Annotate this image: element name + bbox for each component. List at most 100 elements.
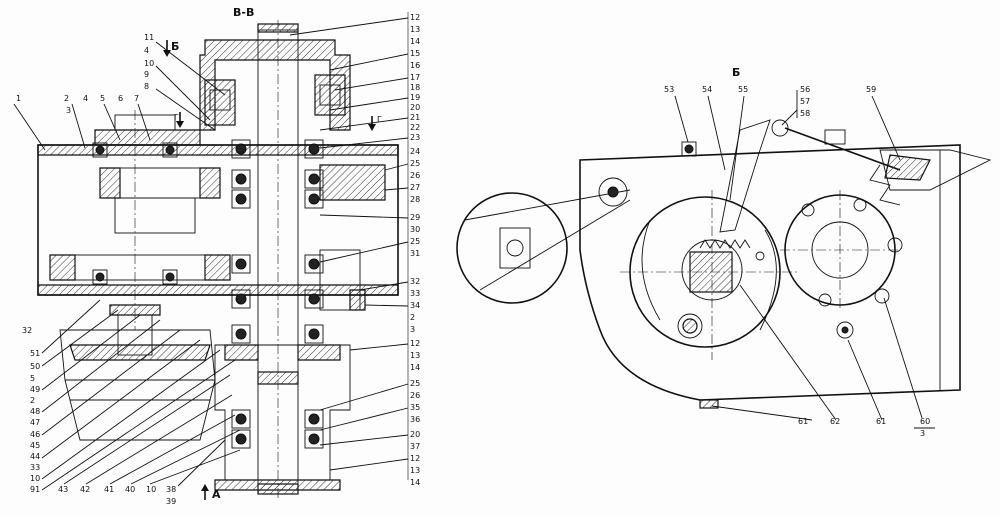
callout-32: 32 — [22, 326, 32, 335]
callout-43: 43 — [58, 485, 68, 494]
svg-text:32: 32 — [410, 277, 420, 286]
callout-5b: 5 — [30, 374, 35, 383]
svg-text:17: 17 — [410, 73, 420, 82]
callout-10b: 10 — [30, 474, 40, 483]
svg-text:30: 30 — [410, 225, 420, 234]
callout-57: 57 — [800, 97, 810, 106]
svg-text:2: 2 — [410, 313, 415, 322]
callout-10c: 10 — [146, 485, 156, 494]
svg-text:22: 22 — [410, 123, 420, 132]
gearbox-section-view — [37, 20, 399, 500]
svg-text:36: 36 — [410, 415, 420, 424]
callout-39: 39 — [166, 497, 176, 506]
svg-text:33: 33 — [410, 289, 420, 298]
callout-61b: 61 — [876, 417, 886, 426]
section-right-callouts: 12 13 14 15 16 17 18 19 20 21 22 23 24 2… — [289, 12, 420, 487]
svg-text:Г: Г — [174, 113, 179, 122]
svg-text:28: 28 — [410, 195, 420, 204]
right-housing-outline — [579, 144, 961, 401]
svg-text:15: 15 — [410, 49, 420, 58]
callout-48: 48 — [30, 407, 40, 416]
svg-text:25: 25 — [410, 237, 420, 246]
callout-5: 5 — [100, 94, 105, 103]
svg-text:31: 31 — [410, 249, 420, 258]
left-callouts: 1 2 4 5 6 7 3 11 4 10 9 8 32 51 50 5 49 … — [13, 33, 241, 506]
callout-59: 59 — [866, 85, 876, 94]
svg-text:26: 26 — [410, 171, 420, 180]
svg-text:А: А — [212, 488, 221, 501]
callout-91: 91 — [30, 485, 40, 494]
callout-55: 55 — [738, 85, 748, 94]
svg-text:20: 20 — [410, 430, 420, 439]
right-gear — [319, 164, 386, 201]
callout-10: 10 — [144, 59, 154, 68]
callout-38: 38 — [166, 485, 176, 494]
callout-2: 2 — [64, 94, 69, 103]
svg-text:Г: Г — [377, 115, 382, 124]
svg-text:13: 13 — [410, 466, 420, 475]
bearing-left-bottom — [92, 269, 178, 285]
callout-41: 41 — [104, 485, 114, 494]
callout-53: 53 — [664, 85, 674, 94]
svg-text:16: 16 — [410, 61, 420, 70]
section-title-bb: В-В — [233, 6, 254, 19]
svg-text:24: 24 — [410, 147, 420, 156]
callout-47: 47 — [30, 418, 40, 427]
svg-text:13: 13 — [410, 25, 420, 34]
callout-11: 11 — [144, 33, 154, 42]
svg-text:12: 12 — [410, 13, 420, 22]
svg-text:12: 12 — [410, 454, 420, 463]
svg-text:23: 23 — [410, 133, 420, 142]
svg-text:14: 14 — [410, 37, 420, 46]
bearing-left-top — [92, 142, 178, 158]
callout-50: 50 — [30, 362, 40, 371]
view-title-b: Б — [732, 66, 740, 79]
callout-6: 6 — [118, 94, 123, 103]
detail-circle — [456, 192, 568, 304]
callout-49: 49 — [30, 385, 40, 394]
svg-text:25: 25 — [410, 159, 420, 168]
svg-text:29: 29 — [410, 213, 420, 222]
svg-text:14: 14 — [410, 478, 420, 487]
callout-1: 1 — [16, 94, 21, 103]
callout-9: 9 — [144, 70, 149, 79]
arrow-a-indicator: А — [201, 484, 221, 501]
svg-text:3: 3 — [410, 325, 415, 334]
svg-text:21: 21 — [410, 113, 420, 122]
callout-44: 44 — [30, 452, 40, 461]
callout-58: 58 — [800, 109, 810, 118]
callout-8: 8 — [144, 82, 149, 91]
svg-text:26: 26 — [410, 391, 420, 400]
callout-2b: 2 — [30, 396, 35, 405]
svg-text:20: 20 — [410, 103, 420, 112]
spring-bracket — [879, 149, 992, 191]
callout-51: 51 — [30, 349, 40, 358]
svg-text:Б: Б — [171, 40, 179, 53]
svg-text:25: 25 — [410, 379, 420, 388]
right-callouts: 53 54 55 56 57 58 59 61 62 61 60 3 — [664, 85, 935, 438]
svg-text:13: 13 — [410, 351, 420, 360]
svg-text:35: 35 — [410, 403, 420, 412]
callout-46: 46 — [30, 430, 40, 439]
svg-text:37: 37 — [410, 442, 420, 451]
callout-7: 7 — [134, 94, 139, 103]
callout-61a: 61 — [798, 417, 808, 426]
shaft-bearings — [231, 139, 324, 449]
callout-4b: 4 — [144, 46, 149, 55]
callout-54: 54 — [702, 85, 712, 94]
arrow-g2-indicator: Г — [368, 115, 382, 131]
tension-rod — [784, 127, 901, 171]
callout-60: 60 — [920, 417, 930, 426]
svg-text:27: 27 — [410, 183, 420, 192]
svg-text:34: 34 — [410, 301, 420, 310]
svg-text:14: 14 — [410, 363, 420, 372]
svg-text:19: 19 — [410, 93, 420, 102]
callout-45: 45 — [30, 441, 40, 450]
callout-56: 56 — [800, 85, 810, 94]
callout-3r: 3 — [920, 429, 925, 438]
spring — [699, 239, 751, 249]
arrow-g-indicator: Г — [174, 112, 184, 128]
svg-text:12: 12 — [410, 339, 420, 348]
